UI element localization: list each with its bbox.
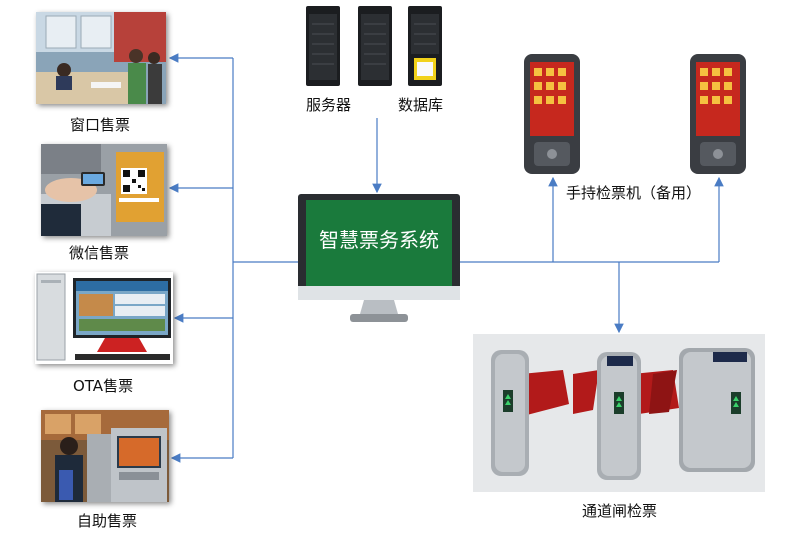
wechat-qr-photo xyxy=(41,144,167,236)
central-system-title: 智慧票务系统 xyxy=(319,228,439,252)
server-icon xyxy=(300,4,430,90)
channel-label-wechat: 微信售票 xyxy=(69,244,130,262)
self-service-kiosk-photo xyxy=(41,410,169,502)
central-monitor: 智慧票务系统 xyxy=(298,194,460,329)
handheld-scanner-icon-2 xyxy=(688,52,748,176)
database-icon xyxy=(404,4,448,90)
database-label: 数据库 xyxy=(398,96,444,114)
handheld-label: 手持检票机（备用） xyxy=(566,184,702,202)
channel-label-kiosk: 自助售票 xyxy=(77,512,138,530)
gate-label: 通道闸检票 xyxy=(582,502,658,520)
ticket-window-photo xyxy=(36,12,166,104)
handheld-scanner-icon xyxy=(522,52,582,176)
server-label: 服务器 xyxy=(306,96,352,114)
channel-label-ota: OTA售票 xyxy=(73,377,134,395)
channel-label-window: 窗口售票 xyxy=(70,116,131,134)
turnstile-gate-image xyxy=(473,334,765,492)
ota-computer-photo xyxy=(35,272,173,364)
